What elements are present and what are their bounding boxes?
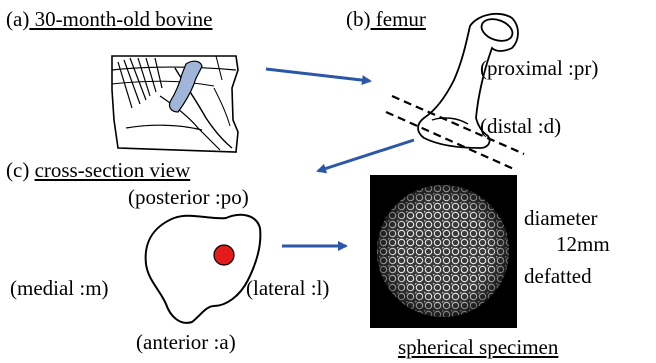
panel-b-title: femur — [371, 7, 426, 31]
defatted-label: defatted — [524, 264, 592, 288]
panel-a-label: (a) 30-month-old bovine — [6, 7, 212, 31]
distal-label: (distal :d) — [480, 114, 561, 138]
specimen-caption: spherical specimen — [398, 335, 558, 359]
bovine-sketch — [112, 56, 238, 152]
proximal-label: (proximal :pr) — [480, 56, 598, 80]
panel-c-title: cross-section view — [35, 158, 191, 182]
cross-section-shape — [146, 215, 261, 323]
lateral-label: (lateral :l) — [246, 276, 329, 300]
panel-c-label: (c) cross-section view — [6, 158, 190, 182]
arrow-b-to-c — [318, 140, 414, 171]
diameter-label: diameter — [524, 206, 597, 230]
anterior-label: (anterior :a) — [136, 330, 236, 354]
panel-a-title: 30-month-old bovine — [29, 7, 212, 31]
specimen-location-marker — [214, 245, 234, 265]
spherical-specimen-image — [370, 175, 517, 328]
posterior-label: (posterior :po) — [128, 185, 249, 209]
panel-b-label: (b) femur — [346, 7, 426, 31]
diameter-value: 12mm — [556, 232, 610, 256]
panel-b-prefix: (b) — [346, 7, 371, 31]
panel-a-prefix: (a) — [6, 7, 29, 31]
arrow-a-to-b — [266, 69, 370, 81]
panel-c-prefix: (c) — [6, 158, 29, 182]
medial-label: (medial :m) — [10, 276, 109, 300]
